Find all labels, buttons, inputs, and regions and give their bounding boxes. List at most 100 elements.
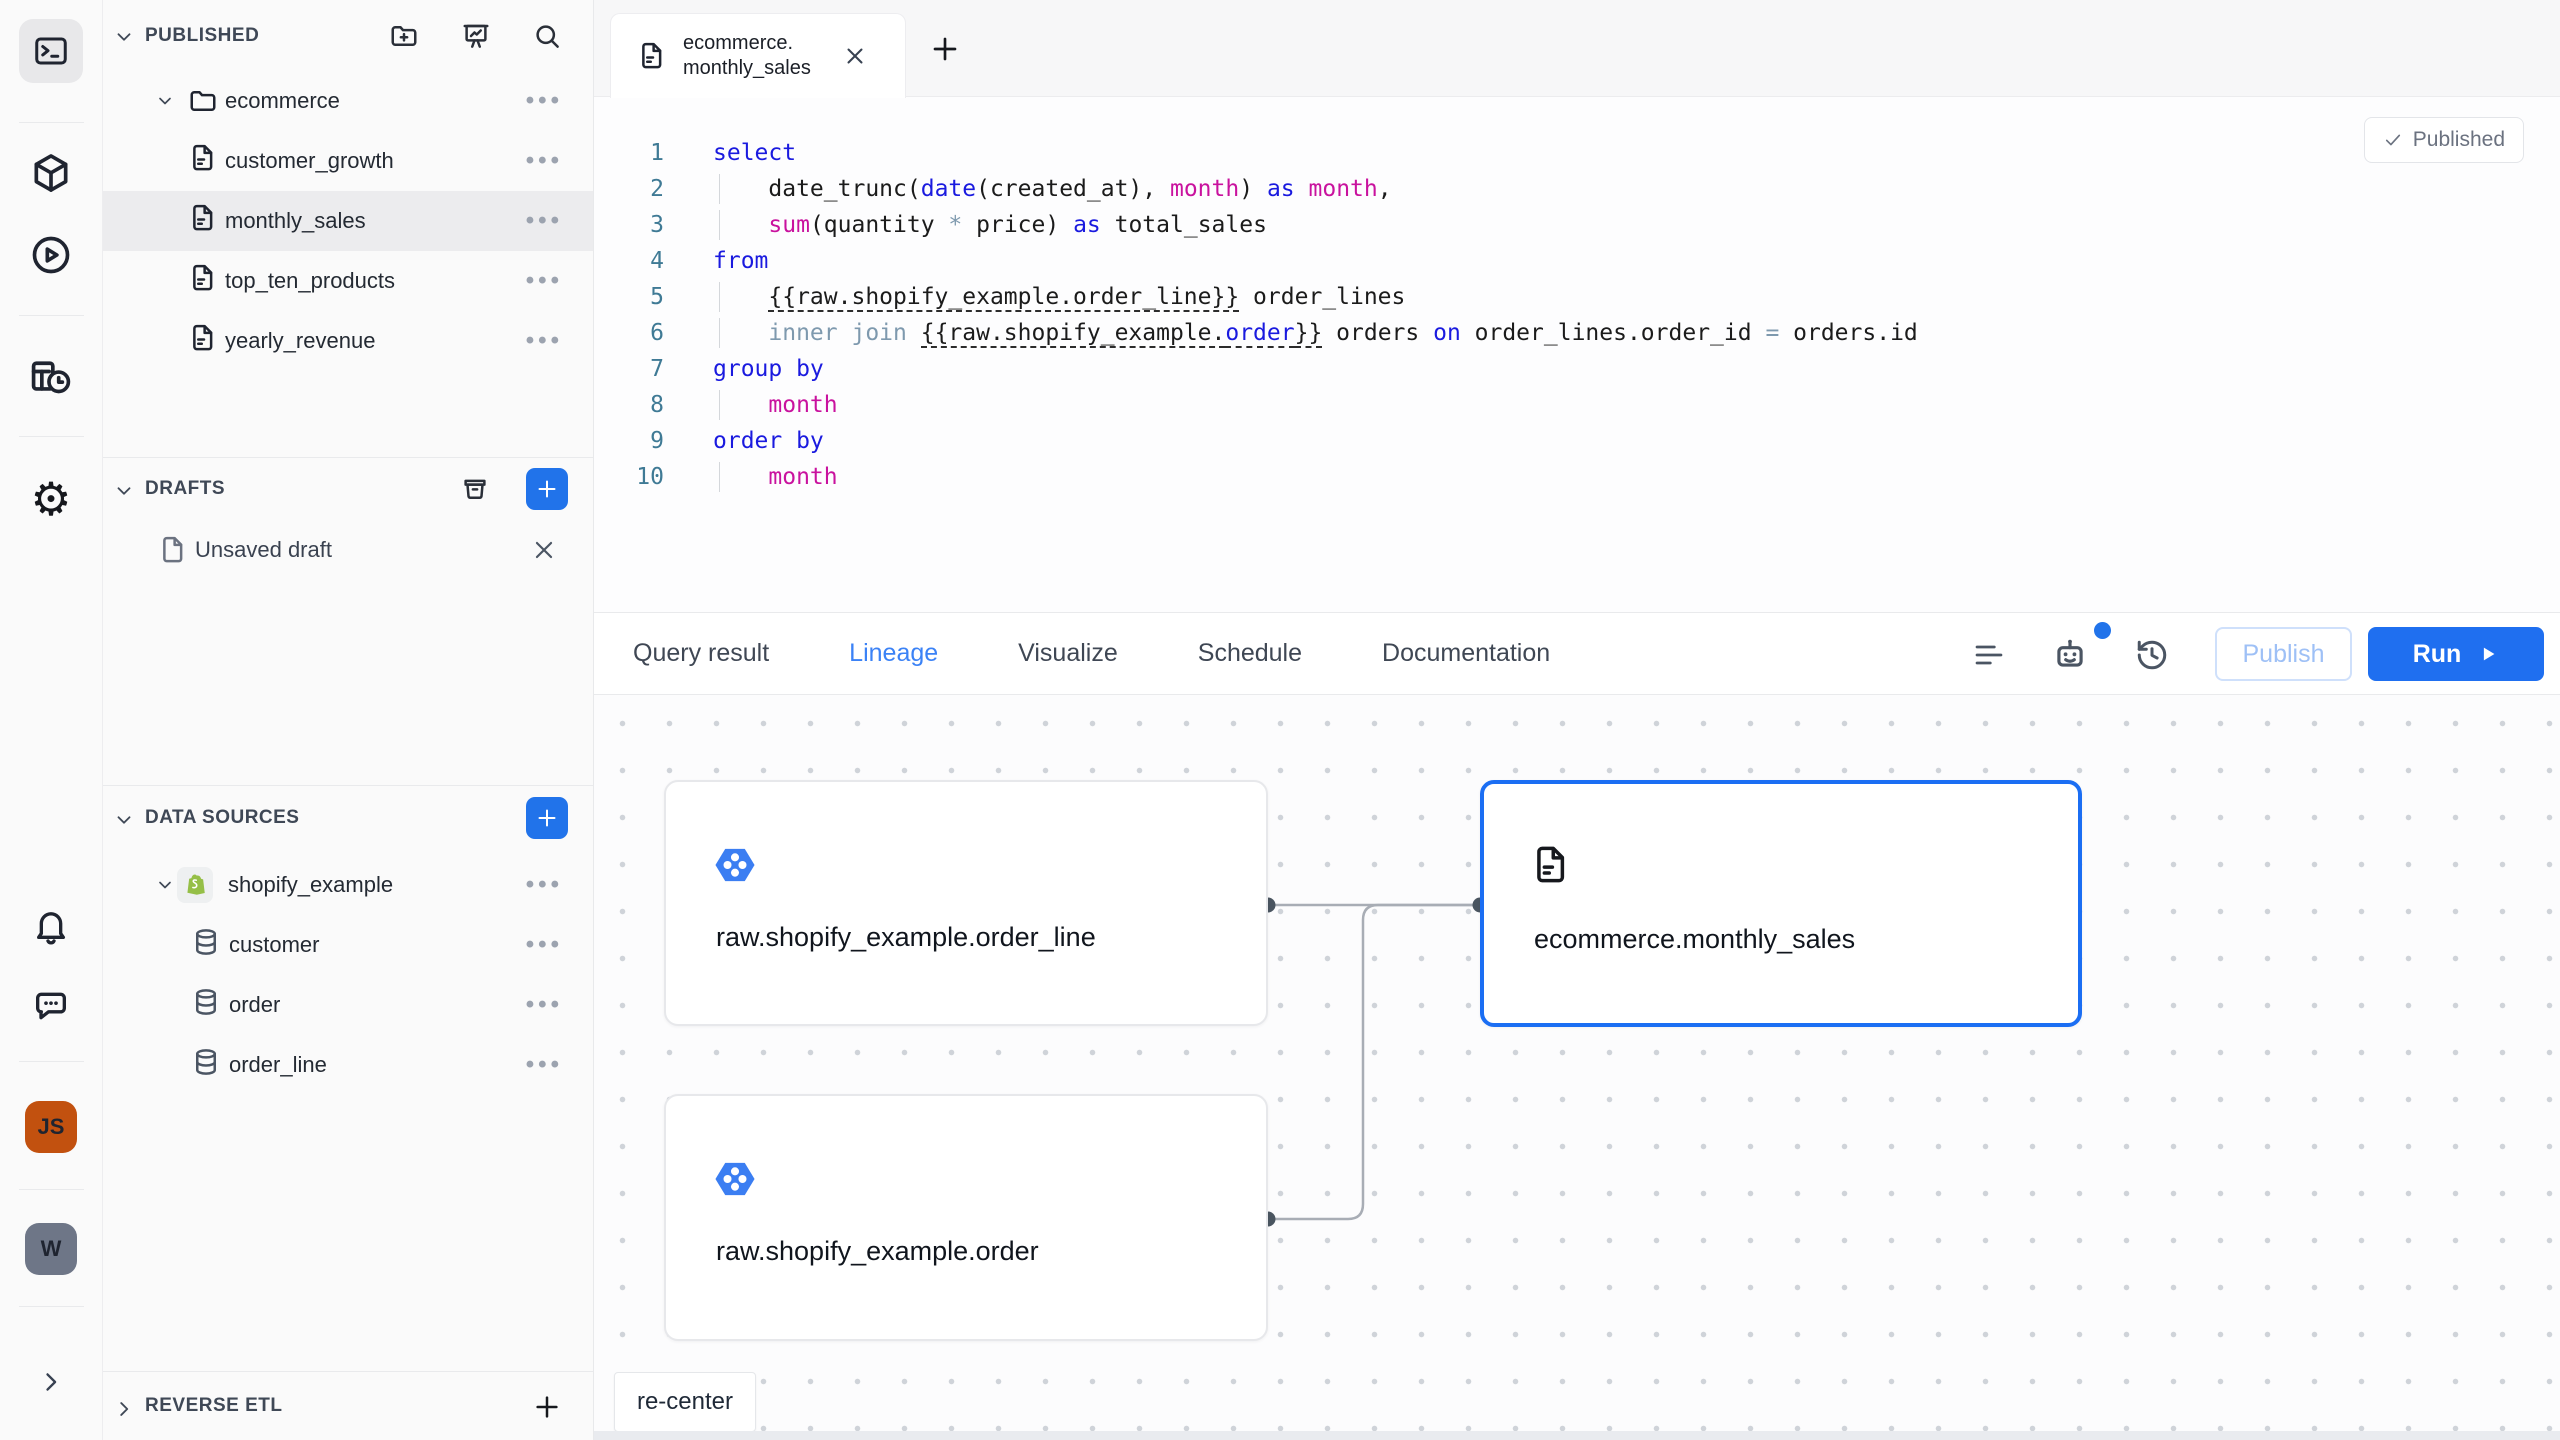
close-draft-button[interactable] xyxy=(531,537,557,563)
data-sources-section-header[interactable]: DATA SOURCES xyxy=(103,785,593,849)
sidebar-folder-ecommerce[interactable]: ecommerce ••• xyxy=(103,71,593,131)
row-menu-button[interactable]: ••• xyxy=(525,267,563,294)
sidebar-table-order_line[interactable]: order_line ••• xyxy=(103,1035,593,1095)
new-tab-button[interactable] xyxy=(929,33,961,65)
lineage-canvas[interactable]: raw.shopify_example.order_line raw.shopi… xyxy=(594,695,2560,1440)
notifications-button[interactable] xyxy=(31,906,71,946)
results-tab-query-result[interactable]: Query result xyxy=(633,639,770,667)
play-circle-icon xyxy=(29,233,73,277)
table-name: order_line xyxy=(229,1052,327,1077)
sidebar-item-top_ten_products[interactable]: top_ten_products ••• xyxy=(103,251,593,311)
lineage-node-order[interactable]: raw.shopify_example.order xyxy=(664,1094,1268,1341)
ai-notification-dot xyxy=(2094,622,2111,639)
search-button[interactable] xyxy=(532,21,562,51)
tab-title: ecommerce.monthly_sales xyxy=(683,32,811,79)
sidebar-source-shopify-example[interactable]: shopify_example ••• xyxy=(103,855,593,915)
feedback-button[interactable] xyxy=(31,986,71,1026)
archive-drafts-button[interactable] xyxy=(460,474,490,504)
close-tab-button[interactable] xyxy=(843,44,867,68)
rail-divider xyxy=(19,315,84,316)
settings-button[interactable]: ⚙ xyxy=(30,476,71,522)
row-menu-button[interactable]: ••• xyxy=(525,991,563,1018)
plus-icon xyxy=(929,33,961,65)
plus-icon xyxy=(535,477,559,501)
plus-icon xyxy=(535,806,559,830)
lineage-node-monthly_sales[interactable]: ecommerce.monthly_sales xyxy=(1480,780,2082,1027)
plus-icon xyxy=(532,1392,562,1422)
file-name: yearly_revenue xyxy=(225,328,376,353)
table-name: customer xyxy=(229,932,320,957)
rail-divider xyxy=(19,1189,84,1190)
dashboard-button[interactable] xyxy=(461,21,491,51)
terminal-tool-button[interactable] xyxy=(19,19,83,83)
row-menu-button[interactable]: ••• xyxy=(525,147,563,174)
sidebar-item-yearly_revenue[interactable]: yearly_revenue ••• xyxy=(103,311,593,371)
sidebar-table-order[interactable]: order ••• xyxy=(103,975,593,1035)
reverse-etl-section-header[interactable]: REVERSE ETL xyxy=(103,1371,593,1440)
archive-icon xyxy=(460,474,490,504)
expand-rail-button[interactable] xyxy=(37,1368,65,1396)
drafts-section-header[interactable]: DRAFTS xyxy=(103,457,593,519)
add-data-source-button[interactable] xyxy=(526,797,568,839)
user-avatar-js[interactable]: JS xyxy=(25,1101,77,1153)
format-sql-button[interactable] xyxy=(1973,639,2005,671)
add-reverse-etl-button[interactable] xyxy=(532,1392,562,1422)
horizontal-scrollbar[interactable] xyxy=(594,1431,2560,1440)
row-menu-button[interactable]: ••• xyxy=(525,871,563,898)
results-tab-visualize[interactable]: Visualize xyxy=(1018,639,1118,667)
code-line: 2 date_trunc(date(created_at), month) as… xyxy=(594,171,2540,207)
cube-icon xyxy=(29,151,73,195)
row-menu-button[interactable]: ••• xyxy=(525,207,563,234)
sidebar-table-customer[interactable]: customer ••• xyxy=(103,915,593,975)
row-menu-button[interactable]: ••• xyxy=(525,931,563,958)
chevron-down-icon xyxy=(113,26,135,48)
results-tab-lineage[interactable]: Lineage xyxy=(849,639,939,667)
file-name: monthly_sales xyxy=(225,208,366,233)
new-draft-button[interactable] xyxy=(526,468,568,510)
lineage-node-order_line[interactable]: raw.shopify_example.order_line xyxy=(664,780,1268,1026)
workspace-avatar-w[interactable]: W xyxy=(25,1223,77,1275)
editor-tabbar: ecommerce.monthly_sales xyxy=(594,0,2560,98)
bell-icon xyxy=(31,906,71,946)
sidebar-item-unsaved-draft[interactable]: Unsaved draft xyxy=(103,520,593,580)
run-button[interactable]: Run xyxy=(2368,627,2544,681)
models-button[interactable] xyxy=(29,151,73,195)
ai-assistant-button[interactable] xyxy=(2051,635,2089,673)
code-line: 6 inner join {{raw.shopify_example.order… xyxy=(594,315,2540,351)
history-button[interactable] xyxy=(2134,637,2170,673)
runs-button[interactable] xyxy=(29,233,73,277)
results-tabs: Query result Lineage Visualize Schedule Docu… xyxy=(633,613,1550,694)
published-section-header[interactable]: PUBLISHED xyxy=(103,10,593,62)
sidebar-item-customer_growth[interactable]: customer_growth ••• xyxy=(103,131,593,191)
code-line: 5 {{raw.shopify_example.order_line}} ord… xyxy=(594,279,2540,315)
line-number: 1 xyxy=(650,140,664,166)
align-left-icon xyxy=(1973,639,2005,671)
row-menu-button[interactable]: ••• xyxy=(525,87,563,114)
sidebar-item-monthly_sales[interactable]: monthly_sales ••• xyxy=(103,191,593,251)
scheduled-tables-button[interactable] xyxy=(29,355,73,399)
tab-ecommerce-monthly-sales[interactable]: ecommerce.monthly_sales xyxy=(610,13,906,98)
results-tab-documentation[interactable]: Documentation xyxy=(1382,639,1551,667)
results-tab-schedule[interactable]: Schedule xyxy=(1197,639,1303,667)
rail-divider xyxy=(19,436,84,437)
rail-divider xyxy=(19,1061,84,1062)
play-icon xyxy=(2477,643,2499,665)
chevron-down-icon xyxy=(155,91,175,111)
file-name: customer_growth xyxy=(225,148,394,173)
row-menu-button[interactable]: ••• xyxy=(525,1051,563,1078)
recenter-button[interactable]: re-center xyxy=(614,1372,756,1432)
line-number: 4 xyxy=(650,248,664,274)
chevron-down-icon xyxy=(113,809,135,831)
row-menu-button[interactable]: ••• xyxy=(525,327,563,354)
new-folder-button[interactable] xyxy=(389,21,419,51)
file-icon xyxy=(158,535,188,565)
terminal-icon xyxy=(33,33,69,69)
document-model-icon xyxy=(1530,844,1572,891)
publish-button[interactable]: Publish xyxy=(2215,627,2352,681)
